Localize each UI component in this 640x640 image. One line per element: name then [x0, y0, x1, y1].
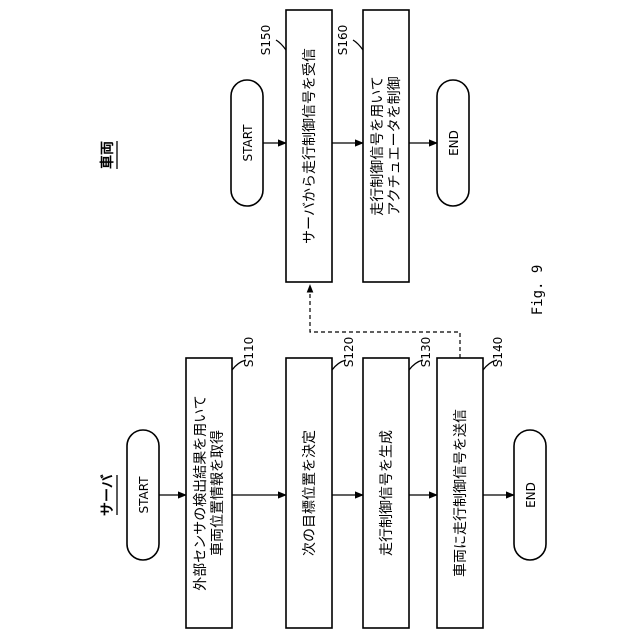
svg-text:車両位置情報を取得: 車両位置情報を取得: [209, 430, 226, 556]
svg-text:外部センサの検出結果を用いて: 外部センサの検出結果を用いて: [193, 395, 209, 591]
step-box-s140: 車両に走行制御信号を送信 S140: [437, 337, 505, 628]
svg-text:走行制御信号を生成: 走行制御信号を生成: [379, 430, 395, 556]
svg-text:END: END: [447, 130, 461, 156]
step-box-s130: 走行制御信号を生成 S130: [363, 337, 433, 628]
server-header: サーバ: [100, 474, 117, 516]
svg-text:START: START: [241, 124, 255, 162]
svg-text:S140: S140: [491, 337, 505, 368]
svg-text:次の目標位置を決定: 次の目標位置を決定: [302, 430, 318, 556]
svg-text:S120: S120: [342, 337, 356, 368]
vehicle-start-terminal: START: [231, 80, 263, 206]
step-box-s110: 外部センサの検出結果を用いて 車両位置情報を取得 S110: [186, 337, 256, 628]
server-start-terminal: START: [127, 430, 159, 560]
svg-text:S110: S110: [242, 337, 256, 368]
step-box-s160: 走行制御信号を用いて アクチュエータを制御 S160: [336, 10, 409, 282]
step-box-s120: 次の目標位置を決定 S120: [286, 337, 356, 628]
vehicle-end-terminal: END: [437, 80, 469, 206]
svg-text:走行制御信号を用いて: 走行制御信号を用いて: [370, 76, 386, 216]
step-box-s150: サーバから走行制御信号を受信 S150: [259, 10, 332, 282]
svg-text:Fig. 9: Fig. 9: [530, 265, 546, 316]
server-end-terminal: END: [514, 430, 546, 560]
vehicle-header: 車両: [99, 141, 117, 169]
svg-text:S130: S130: [419, 337, 433, 368]
svg-text:車両に走行制御信号を送信: 車両に走行制御信号を送信: [452, 409, 469, 577]
svg-text:サーバ: サーバ: [100, 474, 116, 516]
svg-text:S160: S160: [336, 25, 350, 56]
svg-text:車両: 車両: [99, 141, 116, 169]
svg-text:アクチュエータを制御: アクチュエータを制御: [387, 76, 403, 215]
svg-text:S150: S150: [259, 25, 273, 56]
svg-text:END: END: [524, 482, 538, 508]
figure-label: Fig. 9: [530, 265, 546, 316]
svg-text:サーバから走行制御信号を受信: サーバから走行制御信号を受信: [302, 48, 318, 244]
svg-text:START: START: [137, 476, 151, 514]
dashed-signal-arrow: [310, 285, 460, 358]
